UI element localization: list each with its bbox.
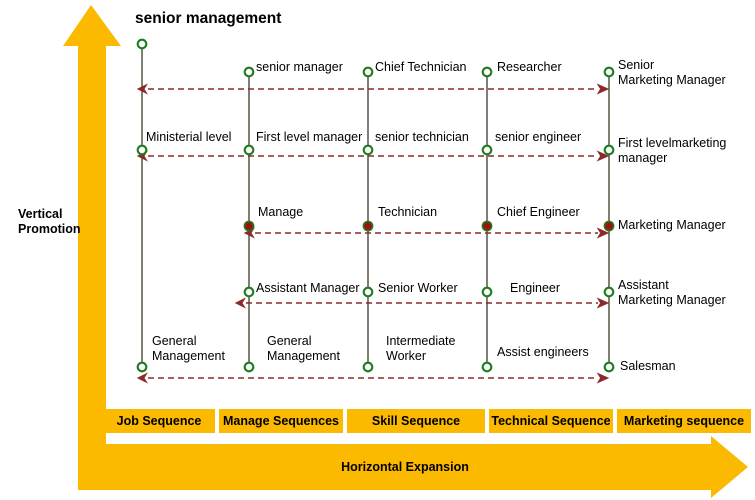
sequence-box-technical[interactable]: Technical Sequence: [489, 409, 613, 433]
node-circle: [481, 144, 493, 156]
horizontal-expansion-label: Horizontal Expansion: [341, 460, 469, 474]
node-circle-filled: [481, 220, 493, 232]
node-circle-filled: [603, 220, 615, 232]
label-researcher: Researcher: [497, 60, 562, 74]
node-circle: [362, 144, 374, 156]
label-senior-worker: Senior Worker: [378, 281, 458, 295]
label-first-level-marketing-manager: First levelmarketing manager: [618, 136, 727, 165]
node-circle: [362, 286, 374, 298]
label-manage: Manage: [258, 205, 304, 219]
column-stems: [141, 44, 610, 367]
node-circle: [243, 361, 255, 373]
label-assistant-manager: Assistant Manager: [256, 281, 360, 295]
sequence-box-manage[interactable]: Manage Sequences: [219, 409, 343, 433]
label-senior-marketing-manager: Senior Marketing Manager: [618, 58, 726, 87]
label-first-level-manager: First level manager: [256, 130, 363, 144]
node-circle: [243, 144, 255, 156]
label-job-general-management: General Management: [152, 334, 225, 363]
node-circle: [362, 66, 374, 78]
label-ministerial-level: Ministerial level: [146, 130, 232, 144]
node-circle-filled: [362, 220, 374, 232]
label-chief-engineer: Chief Engineer: [497, 205, 580, 219]
label-intermediate-worker: Intermediate Worker: [386, 334, 456, 363]
dashed-arrows: [136, 83, 610, 384]
label-technician: Technician: [378, 205, 438, 219]
label-assist-engineers: Assist engineers: [497, 345, 589, 359]
horizontal-expansion-arrow: [78, 398, 748, 498]
nodes-layer: [136, 38, 615, 373]
label-senior-engineer: senior engineer: [495, 130, 582, 144]
node-circle: [603, 286, 615, 298]
sequence-box-marketing[interactable]: Marketing sequence: [617, 409, 751, 433]
sequence-box-skill[interactable]: Skill Sequence: [347, 409, 485, 433]
node-circle: [603, 66, 615, 78]
node-circle: [243, 286, 255, 298]
label-senior-manager: senior manager: [256, 60, 343, 74]
node-circle: [243, 66, 255, 78]
vertical-promotion-label: Vertical Promotion: [18, 207, 81, 236]
label-senior-technician: senior technician: [375, 130, 469, 144]
label-manage-general-management: General Management: [267, 334, 340, 363]
label-chief-technician: Chief Technician: [375, 60, 467, 74]
label-engineer: Engineer: [510, 281, 561, 295]
vertical-promotion-arrow: [63, 5, 121, 398]
node-circle: [136, 38, 148, 50]
node-circle: [362, 361, 374, 373]
node-circle: [481, 66, 493, 78]
node-circle-filled: [243, 220, 255, 232]
page-title: senior management: [135, 10, 282, 27]
node-circle: [136, 361, 148, 373]
label-marketing-manager: Marketing Manager: [618, 218, 726, 232]
label-salesman: Salesman: [620, 359, 676, 373]
node-circle: [603, 361, 615, 373]
sequence-box-job[interactable]: Job Sequence: [103, 409, 215, 433]
label-assistant-marketing-manager: Assistant Marketing Manager: [618, 278, 726, 307]
node-circle: [481, 286, 493, 298]
node-circle: [481, 361, 493, 373]
node-circle: [603, 144, 615, 156]
node-circle: [136, 144, 148, 156]
